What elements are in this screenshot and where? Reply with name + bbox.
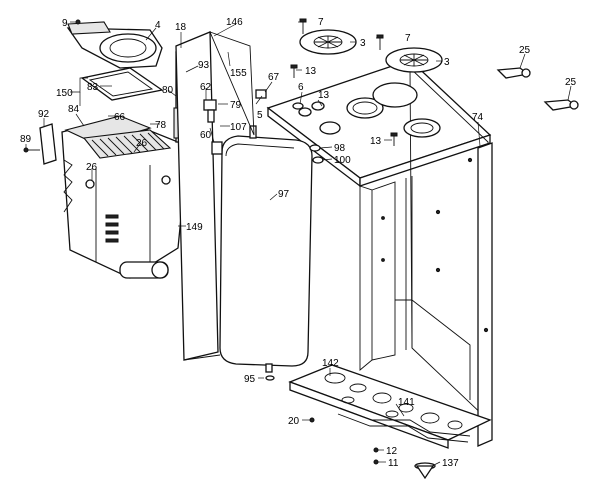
callout-155: 155 xyxy=(230,68,247,79)
callout-7: 7 xyxy=(405,33,411,44)
callout-107: 107 xyxy=(230,122,247,133)
callout-5: 5 xyxy=(257,110,263,121)
callout-3: 3 xyxy=(360,38,366,49)
small-fittings xyxy=(203,89,436,480)
callout-13: 13 xyxy=(370,136,382,147)
callout-79: 79 xyxy=(230,100,242,111)
fin-lines xyxy=(91,132,165,157)
callout-62: 62 xyxy=(200,82,212,93)
callout-26: 26 xyxy=(86,162,98,173)
callout-149: 149 xyxy=(186,222,203,233)
callout-26: 26 xyxy=(136,138,148,149)
callout-11: 11 xyxy=(388,458,399,469)
callout-labels: 9 4 18 146 7 7 3 3 25 25 155 93 67 13 6 … xyxy=(20,17,577,469)
adaptor-spokes-2 xyxy=(400,54,428,66)
callout-18: 18 xyxy=(175,22,187,33)
callout-13: 13 xyxy=(305,66,317,77)
callout-13: 13 xyxy=(318,90,330,101)
callout-100: 100 xyxy=(334,155,351,166)
callout-3: 3 xyxy=(444,57,450,68)
callout-60: 60 xyxy=(200,130,212,141)
callout-150: 150 xyxy=(56,88,73,99)
expansion-vessel xyxy=(219,125,313,373)
callout-98: 98 xyxy=(334,143,346,154)
callout-4: 4 xyxy=(155,20,161,31)
callout-78: 78 xyxy=(155,120,167,131)
fan-housing xyxy=(66,19,163,69)
callout-83: 83 xyxy=(87,82,99,93)
callout-25: 25 xyxy=(519,45,531,56)
callout-92: 92 xyxy=(38,109,50,120)
gasket-seal xyxy=(80,67,164,101)
callout-67: 67 xyxy=(268,72,280,83)
screws xyxy=(290,18,398,146)
callout-66: 66 xyxy=(114,112,126,123)
callout-74: 74 xyxy=(472,112,484,123)
callout-7: 7 xyxy=(318,17,324,28)
electrode-bracket xyxy=(23,123,57,165)
flue-adaptors xyxy=(299,29,443,73)
callout-84: 84 xyxy=(68,104,80,115)
callout-93: 93 xyxy=(198,60,210,71)
callout-20: 20 xyxy=(288,416,300,427)
callout-6: 6 xyxy=(298,82,304,93)
leader-lines xyxy=(25,21,572,467)
wall-brackets xyxy=(496,67,579,111)
adaptor-spokes xyxy=(314,36,342,48)
callout-12: 12 xyxy=(386,446,398,457)
callout-146: 146 xyxy=(226,17,243,28)
callout-142: 142 xyxy=(322,358,339,369)
callout-89: 89 xyxy=(20,134,32,145)
callout-97: 97 xyxy=(278,189,290,200)
callout-141: 141 xyxy=(398,397,415,408)
callout-80: 80 xyxy=(162,85,174,96)
callout-9: 9 xyxy=(62,18,68,29)
callout-25: 25 xyxy=(565,77,577,88)
boiler-casing-frame xyxy=(266,59,493,449)
callout-137: 137 xyxy=(442,458,459,469)
callout-95: 95 xyxy=(244,374,256,385)
heat-exchanger-assembly xyxy=(61,115,189,279)
